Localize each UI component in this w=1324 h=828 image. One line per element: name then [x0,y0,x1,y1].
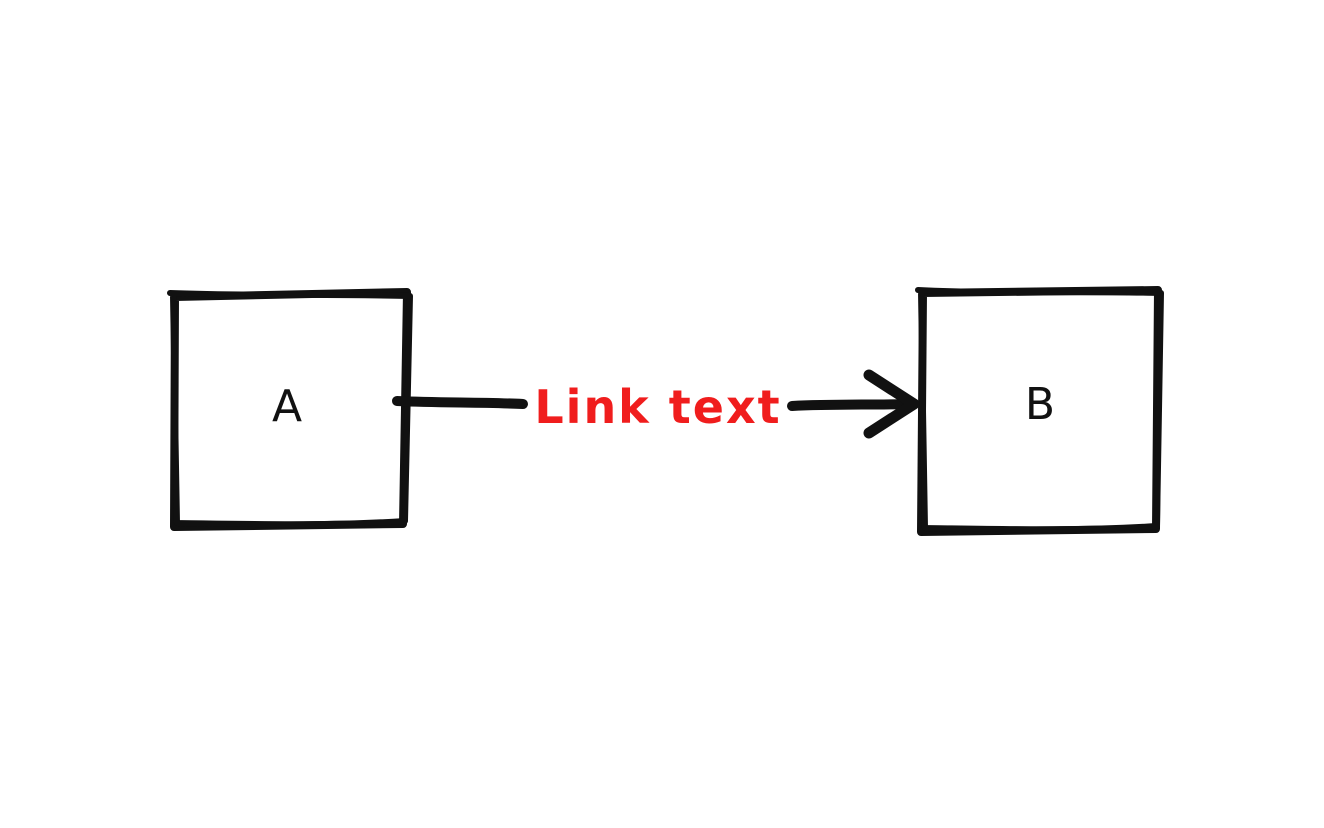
node-b-shape-overdraw [915,287,1164,533]
node-a-label: A [272,381,302,432]
edge-a-to-b[interactable]: Link text [392,369,920,439]
node-b-label: B [1025,379,1055,430]
edge-arrowhead-icon [863,369,920,439]
edge-line-start [392,396,528,409]
node-a[interactable]: A [167,288,413,531]
edge-label[interactable]: Link text [534,380,781,434]
node-a-shape-overdraw [167,290,413,528]
node-b[interactable]: B [915,286,1164,536]
edge-line-end [787,399,914,411]
